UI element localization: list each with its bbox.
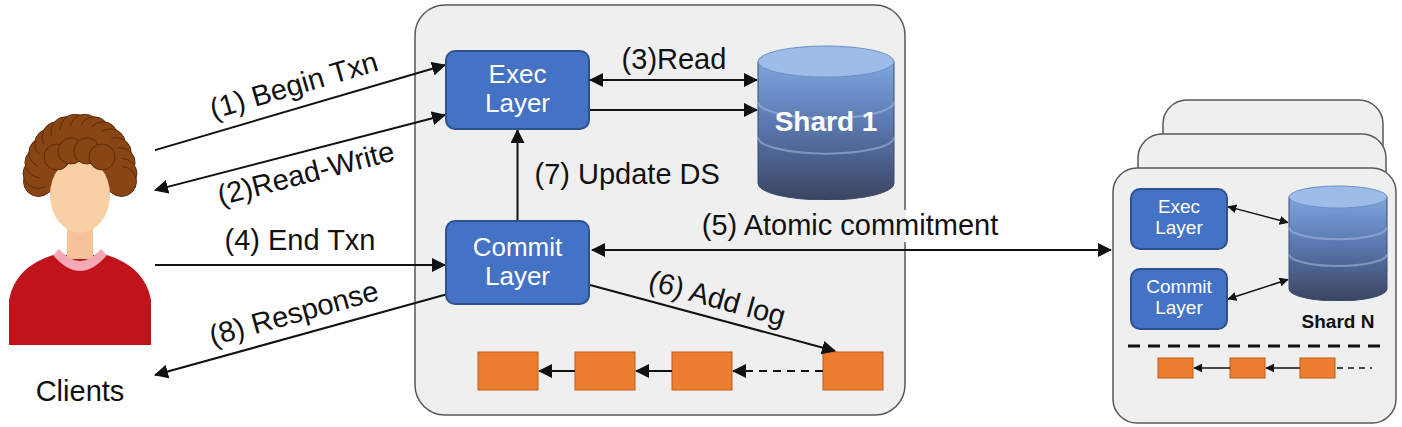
log-link: [539, 370, 575, 372]
log-link: [1194, 367, 1230, 369]
log-block: [575, 352, 635, 390]
actor-label: Clients: [36, 376, 125, 410]
flow-arrow: [590, 109, 757, 111]
process-box: Commit Layer: [445, 220, 590, 305]
cylinder-top: [758, 46, 894, 77]
step-label: (7) Update DS: [532, 159, 723, 191]
log-block: [823, 352, 883, 390]
separator-line: [1128, 345, 1385, 348]
log-block: [672, 352, 732, 390]
log-block: [1300, 358, 1335, 378]
step-label: (4) End Txn: [221, 225, 378, 257]
shard-label: Shard N: [1302, 312, 1375, 335]
person-hair: [44, 138, 115, 170]
log-block: [478, 352, 538, 390]
process-box: Exec Layer: [445, 50, 590, 130]
cylinder-band: [1289, 254, 1387, 266]
process-box: Commit Layer: [1130, 268, 1228, 330]
database-cylinder: Shard N: [1288, 185, 1388, 335]
step-label: (1) Begin Txn: [203, 46, 384, 127]
cylinder-body: [1289, 197, 1387, 301]
log-link: [733, 370, 823, 372]
flow-arrow: [155, 264, 445, 266]
flow-arrow: [1228, 280, 1288, 300]
shard-label: Shard 1: [775, 107, 878, 138]
log-block: [1230, 358, 1265, 378]
step-label: (2)Read-Write: [211, 135, 401, 213]
layer-label: Exec Layer: [1138, 197, 1220, 241]
shard-server-panel: [1113, 168, 1396, 423]
step-label: (5) Atomic commitment: [699, 210, 1002, 242]
layer-label: Commit Layer: [453, 233, 582, 292]
process-box: Exec Layer: [1130, 188, 1228, 250]
cylinder-band: [758, 137, 894, 154]
layer-label: Commit Layer: [1138, 277, 1220, 321]
database-cylinder: Shard 1: [757, 45, 895, 200]
cylinder-band: [1289, 227, 1387, 239]
person-collar: [53, 249, 107, 271]
log-link: [1266, 367, 1300, 369]
log-link: [1337, 367, 1372, 369]
step-label: (8) Response: [203, 274, 385, 353]
cylinder-top: [1289, 186, 1387, 208]
flow-arrow: [517, 130, 519, 220]
cylinder-shape: [1288, 185, 1388, 301]
step-label: (3)Read: [618, 44, 729, 76]
client-figure: Clients: [5, 95, 155, 410]
person-icon: [5, 95, 155, 345]
cylinder-body: [758, 62, 894, 200]
atomic-commit-arrow: [592, 249, 1111, 251]
layer-label: Exec Layer: [453, 60, 582, 119]
flow-arrow: [590, 79, 757, 81]
flow-arrow: [1228, 207, 1288, 223]
log-block: [1158, 358, 1193, 378]
log-link: [636, 370, 672, 372]
